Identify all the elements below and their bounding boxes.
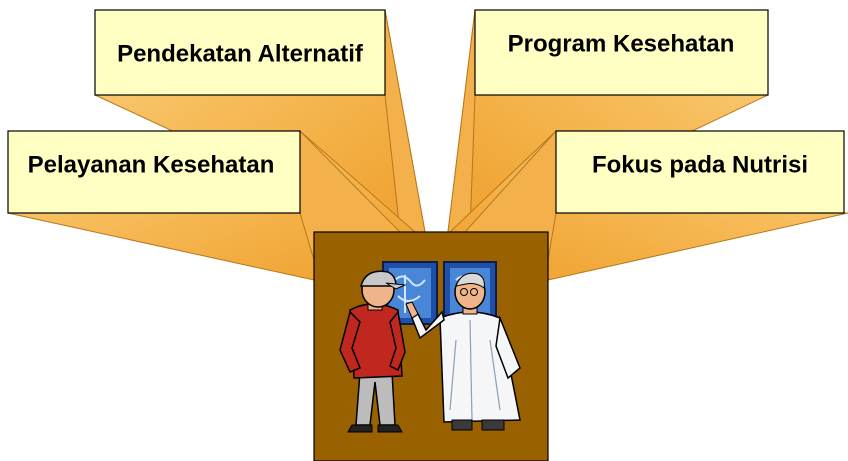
box-mid-right: Fokus pada Nutrisi [555, 130, 845, 214]
box-top-left-label: Pendekatan Alternatif [117, 40, 364, 67]
box-top-left: Pendekatan Alternatif [94, 9, 386, 96]
box-mid-left-label: Pelayanan Kesehatan [28, 151, 275, 178]
doctor-patient-clipart [339, 261, 521, 433]
patient-figure [339, 270, 407, 433]
box-mid-left: Pelayanan Kesehatan [7, 130, 301, 214]
box-top-right-label: Program Kesehatan [508, 30, 735, 57]
doctor-figure [405, 272, 521, 431]
box-mid-right-label: Fokus pada Nutrisi [592, 151, 808, 178]
beam-mid-left [7, 129, 416, 281]
box-top-right: Program Kesehatan [474, 9, 769, 96]
